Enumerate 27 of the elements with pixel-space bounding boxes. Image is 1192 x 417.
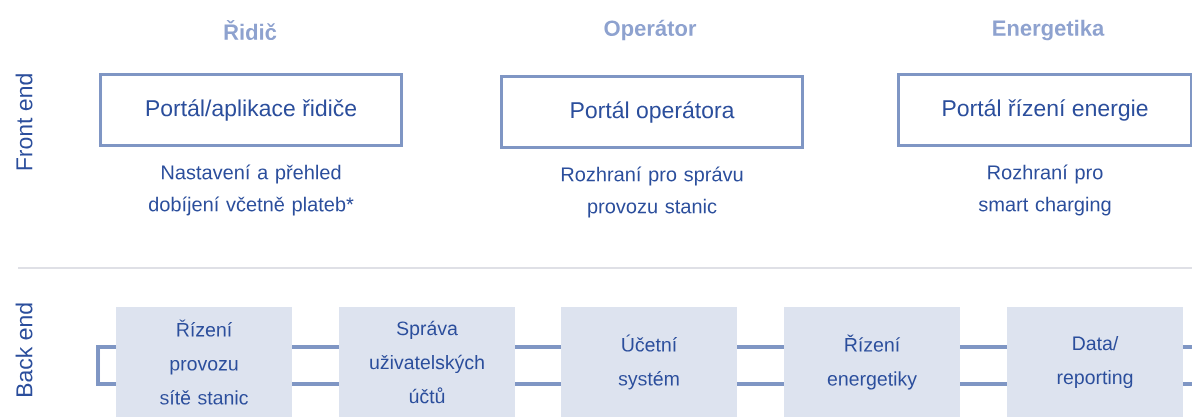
module-box: Správa uživatelských účtů [339,307,515,417]
bus-line [960,382,1007,386]
bus-line [737,382,784,386]
row-label: Back end [15,303,33,396]
portal-box: Portál/aplikace řidiče [99,73,403,147]
column-heading: Řidič [224,20,277,40]
row-label: Front end [15,74,33,170]
portal-box: Portál operátora [500,75,804,149]
bus-line [515,345,561,349]
bus-line [1183,382,1192,386]
bus-line [737,345,784,349]
bus-line [1183,345,1192,349]
column-heading: Energetika [993,19,1105,41]
module-box: Data/ reporting [1007,307,1183,417]
description-text: Nastavení a přehled dobíjení včetně plateb* [149,164,354,216]
description-text: Rozhraní pro správu provozu stanic [561,166,743,218]
portal-box: Portál řízení energie [897,73,1192,147]
bus-line [292,345,339,349]
bus-line [960,345,1007,349]
module-box: Řízení energetiky [784,307,960,417]
description-text: Rozhraní pro smart charging [978,164,1111,216]
module-box: Řízení provozu sítě stanic [116,307,292,417]
bus-bracket [96,345,116,386]
bus-line [515,382,561,386]
module-box: Účetní systém [561,307,737,417]
bus-line [292,382,339,386]
column-heading: Operátor [604,19,697,41]
